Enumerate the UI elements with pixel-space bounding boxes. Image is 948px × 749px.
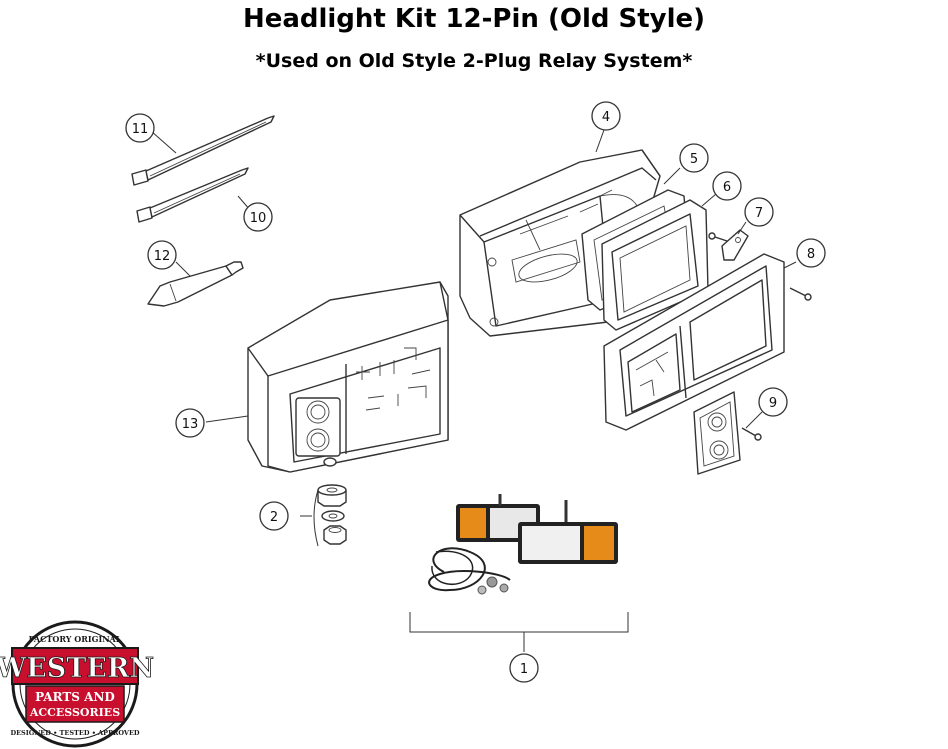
logo-sub-banner bbox=[25, 685, 125, 723]
svg-text:13: 13 bbox=[182, 417, 199, 432]
callout-11: 11 bbox=[125, 113, 155, 143]
headlight-assembled bbox=[247, 281, 449, 473]
svg-text:11: 11 bbox=[132, 122, 149, 137]
front-bezel bbox=[603, 253, 812, 431]
mount-hardware bbox=[300, 484, 347, 547]
callout-10: 10 bbox=[243, 202, 273, 232]
svg-text:10: 10 bbox=[250, 211, 267, 226]
logo-brand-banner bbox=[11, 647, 139, 685]
callout-4: 4 bbox=[591, 101, 621, 131]
svg-text:12: 12 bbox=[154, 249, 171, 264]
svg-text:8: 8 bbox=[807, 247, 815, 262]
logo-top-text: FACTORY ORIGINAL bbox=[29, 634, 122, 644]
svg-text:6: 6 bbox=[723, 180, 731, 195]
svg-text:5: 5 bbox=[690, 152, 698, 167]
logo-line-1: PARTS AND bbox=[35, 690, 115, 704]
callout-2: 2 bbox=[259, 501, 289, 531]
callout-7: 7 bbox=[744, 197, 774, 227]
cable-tie-short bbox=[136, 167, 249, 223]
page-subtitle: *Used on Old Style 2-Plug Relay System* bbox=[255, 50, 693, 72]
callout-1: 1 bbox=[509, 653, 539, 683]
svg-text:9: 9 bbox=[769, 396, 777, 411]
callout-12: 12 bbox=[147, 240, 177, 270]
svg-text:4: 4 bbox=[602, 110, 610, 125]
leader-lines bbox=[150, 129, 797, 429]
western-logo: FACTORY ORIGINAL WESTERN PARTS AND ACCES… bbox=[0, 620, 155, 748]
callout-5: 5 bbox=[679, 143, 709, 173]
callout-6: 6 bbox=[712, 171, 742, 201]
svg-text:7: 7 bbox=[755, 206, 763, 221]
page-title: Headlight Kit 12-Pin (Old Style) bbox=[242, 4, 706, 34]
grease-tube bbox=[147, 261, 244, 307]
screw-clips bbox=[708, 229, 749, 261]
callout-13: 13 bbox=[175, 408, 205, 438]
callout-9: 9 bbox=[758, 387, 788, 417]
svg-text:2: 2 bbox=[270, 510, 278, 525]
cable-tie-long bbox=[131, 115, 275, 186]
logo-bottom-text: DESIGNED • TESTED • APPROVED bbox=[10, 729, 139, 737]
lens-frame bbox=[601, 199, 709, 331]
grille-insert bbox=[693, 391, 762, 475]
logo-brand: WESTERN bbox=[0, 653, 154, 684]
callout-8: 8 bbox=[796, 238, 826, 268]
logo-line-2: ACCESSORIES bbox=[29, 706, 120, 719]
svg-text:1: 1 bbox=[520, 662, 528, 677]
kit-photo bbox=[409, 494, 629, 652]
